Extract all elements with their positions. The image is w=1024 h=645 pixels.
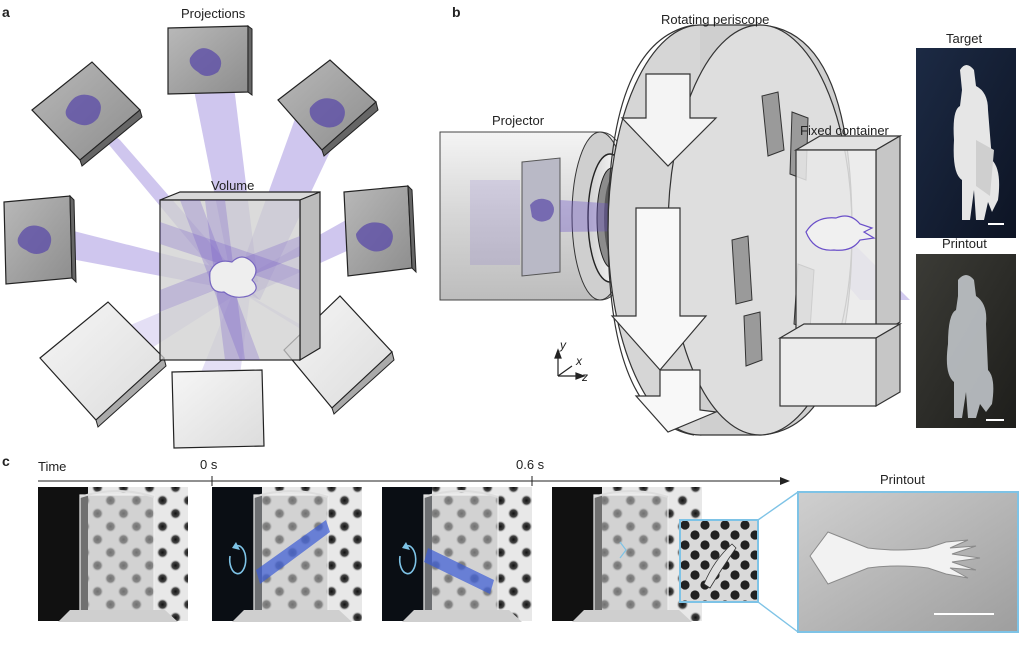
volume-object — [209, 256, 257, 298]
volume-cube — [159, 191, 321, 362]
fixed-container-label: Fixed container — [800, 123, 889, 138]
axis-y-label: y — [560, 338, 566, 352]
projection-plate-top — [167, 25, 253, 96]
rotation-icon — [228, 544, 247, 575]
arrow-down-bottom — [634, 369, 719, 433]
printout-photo-b — [916, 254, 1016, 428]
rotation-icon — [398, 544, 417, 575]
target-photo — [916, 48, 1016, 238]
panel-letter-c: c — [2, 453, 10, 469]
projector-label: Projector — [492, 113, 545, 128]
fixed-container — [777, 134, 903, 408]
squid-print — [809, 531, 981, 585]
panel-letter-a: a — [2, 4, 10, 20]
zoom-inset — [679, 491, 799, 633]
printout-photo-c — [797, 491, 1019, 633]
printout-label-c: Printout — [880, 472, 925, 487]
container-object — [805, 215, 876, 251]
video-frame-1 — [38, 487, 188, 622]
printout-label-b: Printout — [942, 236, 987, 251]
rotating-periscope — [607, 24, 853, 436]
arrow-down-top — [620, 73, 718, 167]
time-tick-0-6s: 0.6 s — [516, 457, 545, 472]
axis-x-label: x — [576, 354, 582, 368]
video-frame-2 — [212, 487, 362, 622]
projection-plate-upper-right — [277, 59, 379, 157]
video-frame-3 — [382, 487, 532, 622]
panel-b — [439, 24, 1016, 436]
panel-letter-b: b — [452, 4, 461, 20]
projection-plate-right — [343, 184, 417, 277]
time-tick-0s: 0 s — [200, 457, 218, 472]
panel-a — [3, 25, 417, 449]
rotating-periscope-label: Rotating periscope — [661, 12, 770, 27]
projection-plate-upper-left — [31, 61, 143, 167]
panel-c — [38, 476, 1019, 633]
target-label: Target — [946, 31, 983, 46]
axes-glyph — [554, 348, 586, 380]
time-axis — [38, 476, 790, 486]
volume-label: Volume — [211, 178, 255, 193]
arrow-down-middle — [610, 207, 708, 371]
time-label: Time — [38, 459, 67, 474]
projection-plate-left — [3, 194, 77, 285]
projections-label: Projections — [181, 6, 246, 21]
projection-plate-lower — [171, 369, 265, 449]
axis-z-label: z — [582, 370, 588, 384]
